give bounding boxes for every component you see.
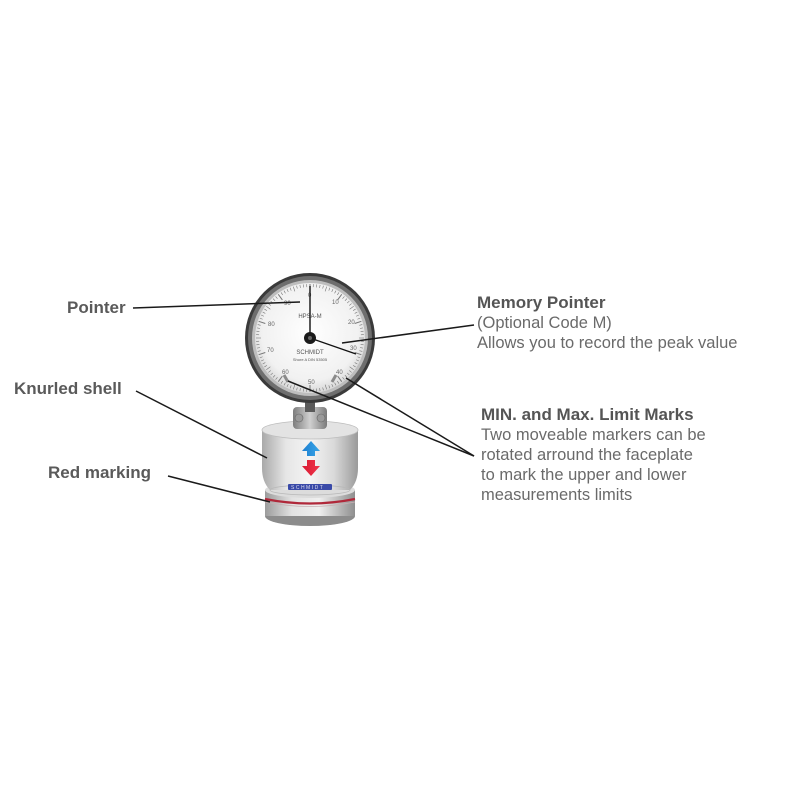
dial-number: 20 [348, 320, 355, 326]
min-limit-marker [282, 374, 290, 383]
gauge-brand: SCHMIDT [296, 350, 324, 356]
limit-marks-line-1: Two moveable markers can be [481, 426, 706, 444]
max-limit-leader-line [345, 377, 475, 457]
max-limit-marker [330, 374, 338, 383]
dial-number: 40 [336, 370, 343, 376]
limit-marks-callout: MIN. and Max. Limit Marks Two moveable m… [481, 405, 706, 505]
dial-number: 60 [282, 370, 289, 376]
dial-number: 90 [284, 301, 291, 307]
limit-marks-line-4: measurements limits [481, 486, 633, 504]
dial-number: 50 [308, 380, 315, 386]
leader-lines [132, 301, 475, 503]
dial-number: 10 [332, 300, 339, 306]
dial-number: 70 [267, 348, 274, 354]
limit-marks-line-3: to mark the upper and lower [481, 466, 687, 484]
svg-text:SCHMIDT: SCHMIDT [291, 485, 324, 491]
pointer-label: Pointer [67, 298, 126, 317]
knurled-shell [261, 420, 359, 496]
dial-gauge: 0 10 20 30 40 50 60 70 80 90 HPSA-M SCHM… [245, 273, 375, 403]
gauge-scale: Shore A DIN 53505 [293, 357, 328, 362]
red-marking-ring [264, 497, 356, 507]
knurled-shell-leader-line [135, 390, 268, 459]
memory-pointer-needle [309, 337, 357, 355]
durometer-device: SCHMIDT [261, 400, 359, 526]
limit-marks-title: MIN. and Max. Limit Marks [481, 405, 694, 424]
min-limit-leader-line [287, 380, 475, 457]
up-down-arrows-icon [302, 441, 320, 476]
dial-number: 80 [268, 322, 275, 328]
memory-pointer-title: Memory Pointer [477, 293, 606, 312]
red-marking-leader-line [167, 475, 271, 503]
memory-pointer-line-2: Allows you to record the peak value [477, 334, 738, 352]
memory-pointer-line-1: (Optional Code M) [477, 314, 612, 332]
gauge-mount [293, 400, 327, 429]
blue-nameplate: SCHMIDT [288, 484, 332, 491]
dial-number: 30 [350, 346, 357, 352]
memory-pointer-callout: Memory Pointer (Optional Code M) Allows … [477, 293, 737, 353]
memory-pointer-leader-line [341, 324, 475, 344]
red-marking-label: Red marking [48, 463, 151, 482]
knurled-shell-label: Knurled shell [14, 379, 122, 398]
limit-marks-line-2: rotated arround the faceplate [481, 446, 693, 464]
pointer-leader-line [132, 301, 301, 309]
